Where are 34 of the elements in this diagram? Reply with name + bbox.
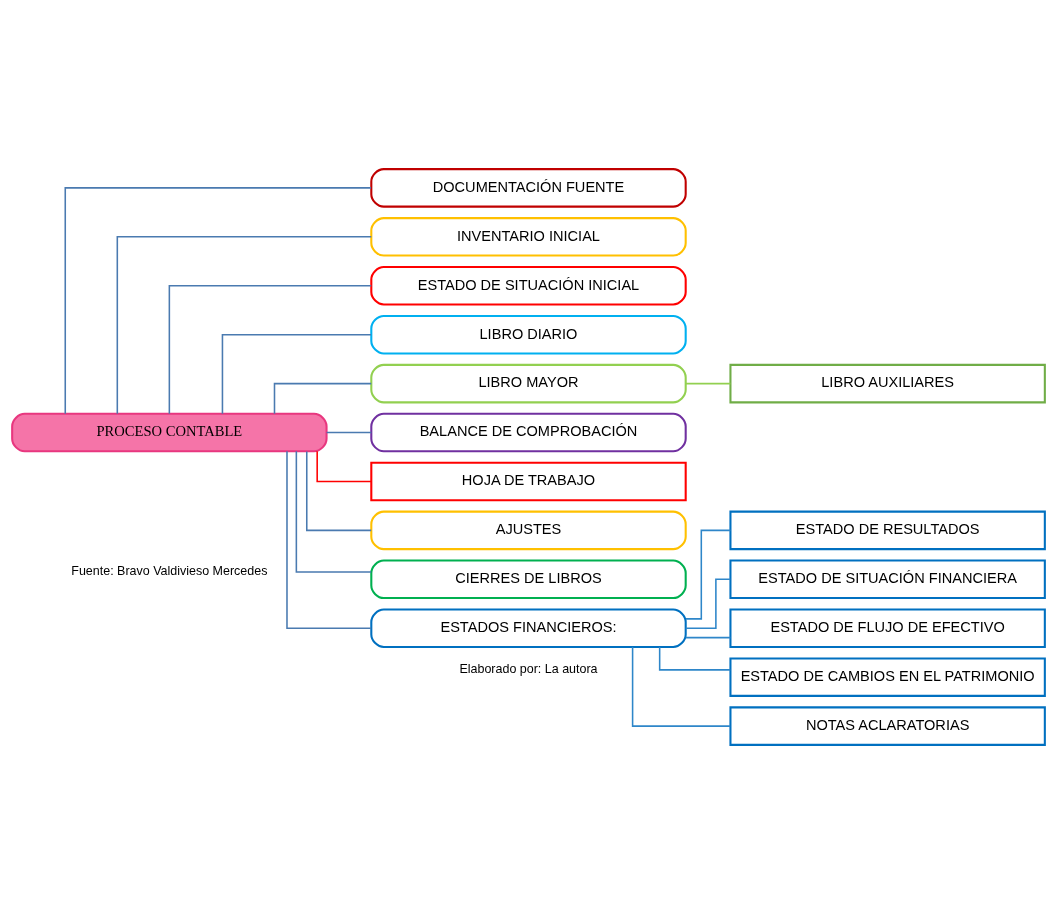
node-box: BALANCE DE COMPROBACIÓN xyxy=(370,412,687,452)
node-box: ESTADOS FINANCIEROS: xyxy=(370,607,687,648)
node-box: PROCESO CONTABLE xyxy=(11,412,328,452)
label: Fuente: Bravo Valdivieso Mercedes xyxy=(71,563,268,578)
connector xyxy=(306,450,372,531)
connector xyxy=(658,645,731,671)
label: Elaborado por: La autora xyxy=(459,661,598,676)
connector xyxy=(286,450,372,629)
connector xyxy=(325,431,373,433)
connector xyxy=(685,382,732,384)
connector xyxy=(116,235,373,415)
node-box: INVENTARIO INICIAL xyxy=(370,216,687,257)
connector xyxy=(64,186,372,415)
node-box: ESTADO DE FLUJO DE EFECTIVO xyxy=(729,607,1046,648)
node-box: ESTADO DE SITUACIÓN INICIAL xyxy=(370,265,687,306)
node-box: LIBRO MAYOR xyxy=(370,363,687,403)
connector xyxy=(168,284,372,414)
connector xyxy=(295,450,372,573)
node-box: ESTADO DE RESULTADOS xyxy=(729,510,1046,550)
connector xyxy=(631,645,731,727)
connector xyxy=(273,382,373,415)
connector xyxy=(685,636,732,638)
node-box: AJUSTES xyxy=(370,510,687,550)
node-box: CIERRES DE LIBROS xyxy=(370,559,687,599)
node-box: NOTAS ACLARATORIAS xyxy=(729,705,1046,746)
node-box: ESTADO DE CAMBIOS EN EL PATRIMONIO xyxy=(729,656,1046,697)
connector xyxy=(685,529,732,620)
connector xyxy=(221,333,372,414)
node-box: ESTADO DE SITUACIÓN FINANCIERA xyxy=(729,559,1046,599)
node-box: HOJA DE TRABAJO xyxy=(370,461,687,501)
node-box: LIBRO AUXILIARES xyxy=(729,363,1046,403)
node-box: LIBRO DIARIO xyxy=(370,314,687,354)
connector xyxy=(316,450,372,482)
node-box: DOCUMENTACIÓN FUENTE xyxy=(370,167,687,208)
